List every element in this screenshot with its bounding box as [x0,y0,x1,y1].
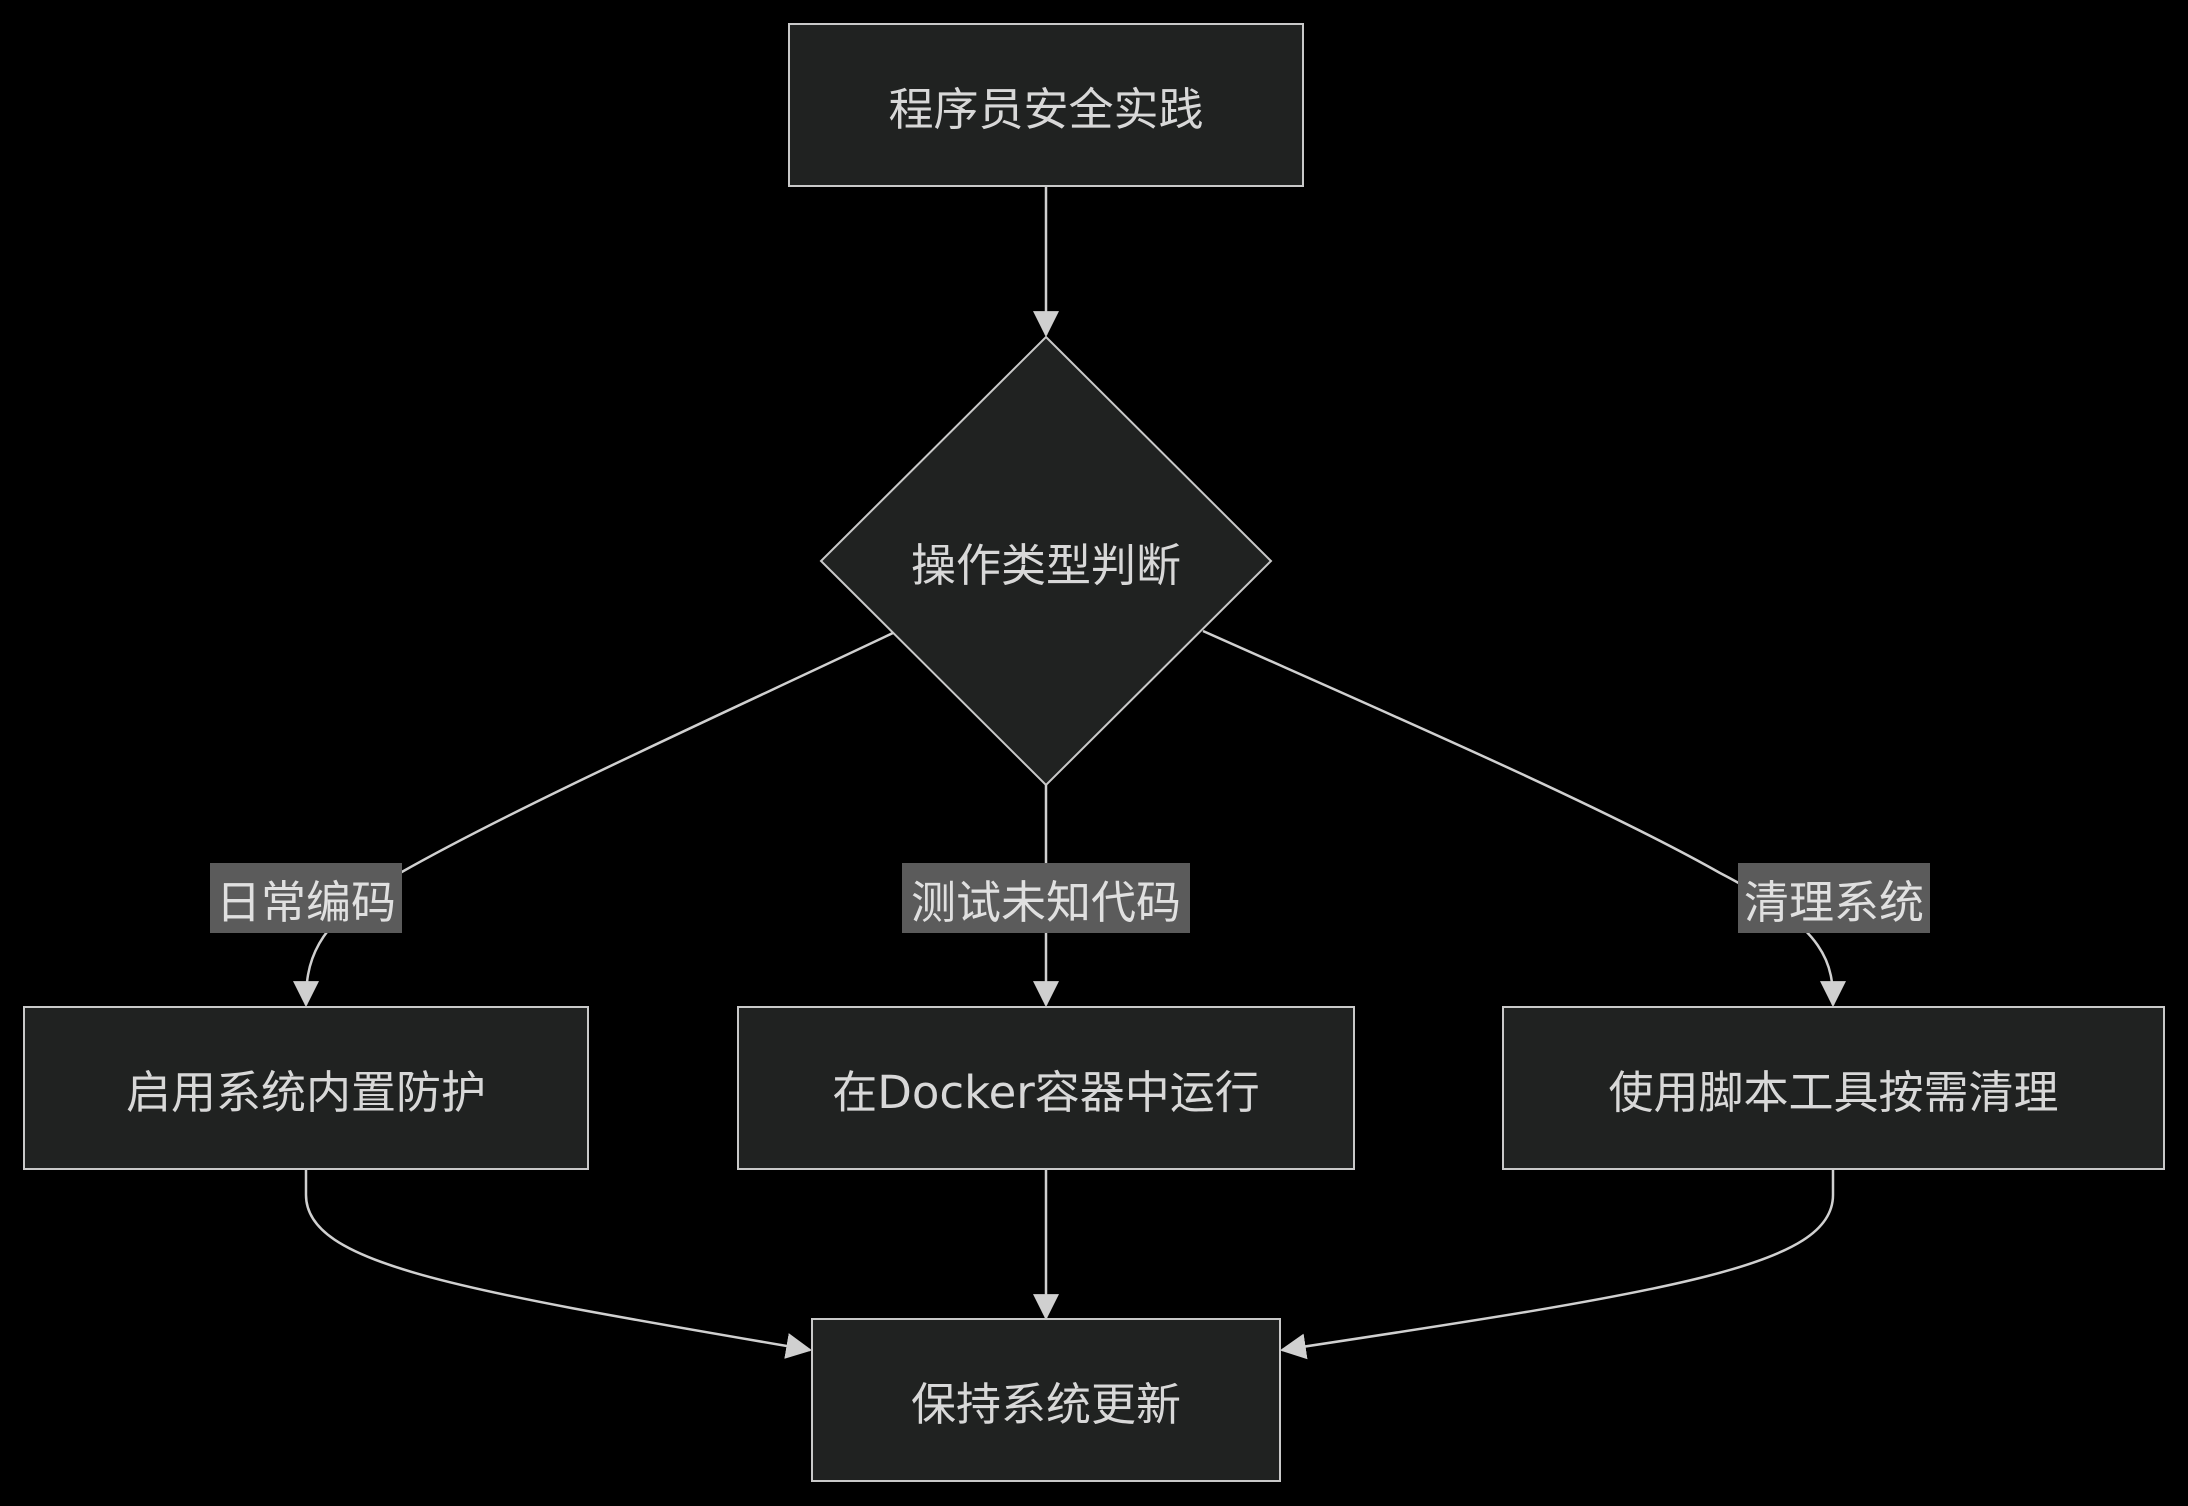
edge-label-unknown-text: 测试未知代码 [910,875,1181,929]
edge-label-daily-text: 日常编码 [215,875,396,929]
node-decision-label: 操作类型判断 [846,521,1246,601]
edge-builtin-to-update [304,1170,813,1359]
edge-label-cleanup-text: 清理系统 [1743,875,1924,929]
node-script-cleanup: 使用脚本工具按需清理 [1502,1006,2165,1170]
node-start-label: 程序员安全实践 [888,82,1204,136]
decision-text: 操作类型判断 [910,538,1181,592]
node-builtin-label: 启用系统内置防护 [125,1065,486,1119]
edge-label-daily-coding: 日常编码 [210,863,402,933]
node-start: 程序员安全实践 [788,23,1304,187]
edge-label-system-cleanup: 清理系统 [1738,863,1930,933]
node-builtin-protection: 启用系统内置防护 [23,1006,589,1170]
node-keep-updated: 保持系统更新 [811,1318,1281,1482]
edge-decision-to-builtin [293,631,894,1008]
node-update-label: 保持系统更新 [910,1377,1181,1431]
edge-label-unknown-code: 测试未知代码 [902,863,1190,933]
node-script-label: 使用脚本工具按需清理 [1608,1065,2059,1119]
edge-script-to-update [1279,1170,1835,1360]
node-docker-label: 在Docker容器中运行 [832,1065,1260,1119]
edge-decision-to-script [1202,629,1846,1008]
node-docker: 在Docker容器中运行 [737,1006,1355,1170]
